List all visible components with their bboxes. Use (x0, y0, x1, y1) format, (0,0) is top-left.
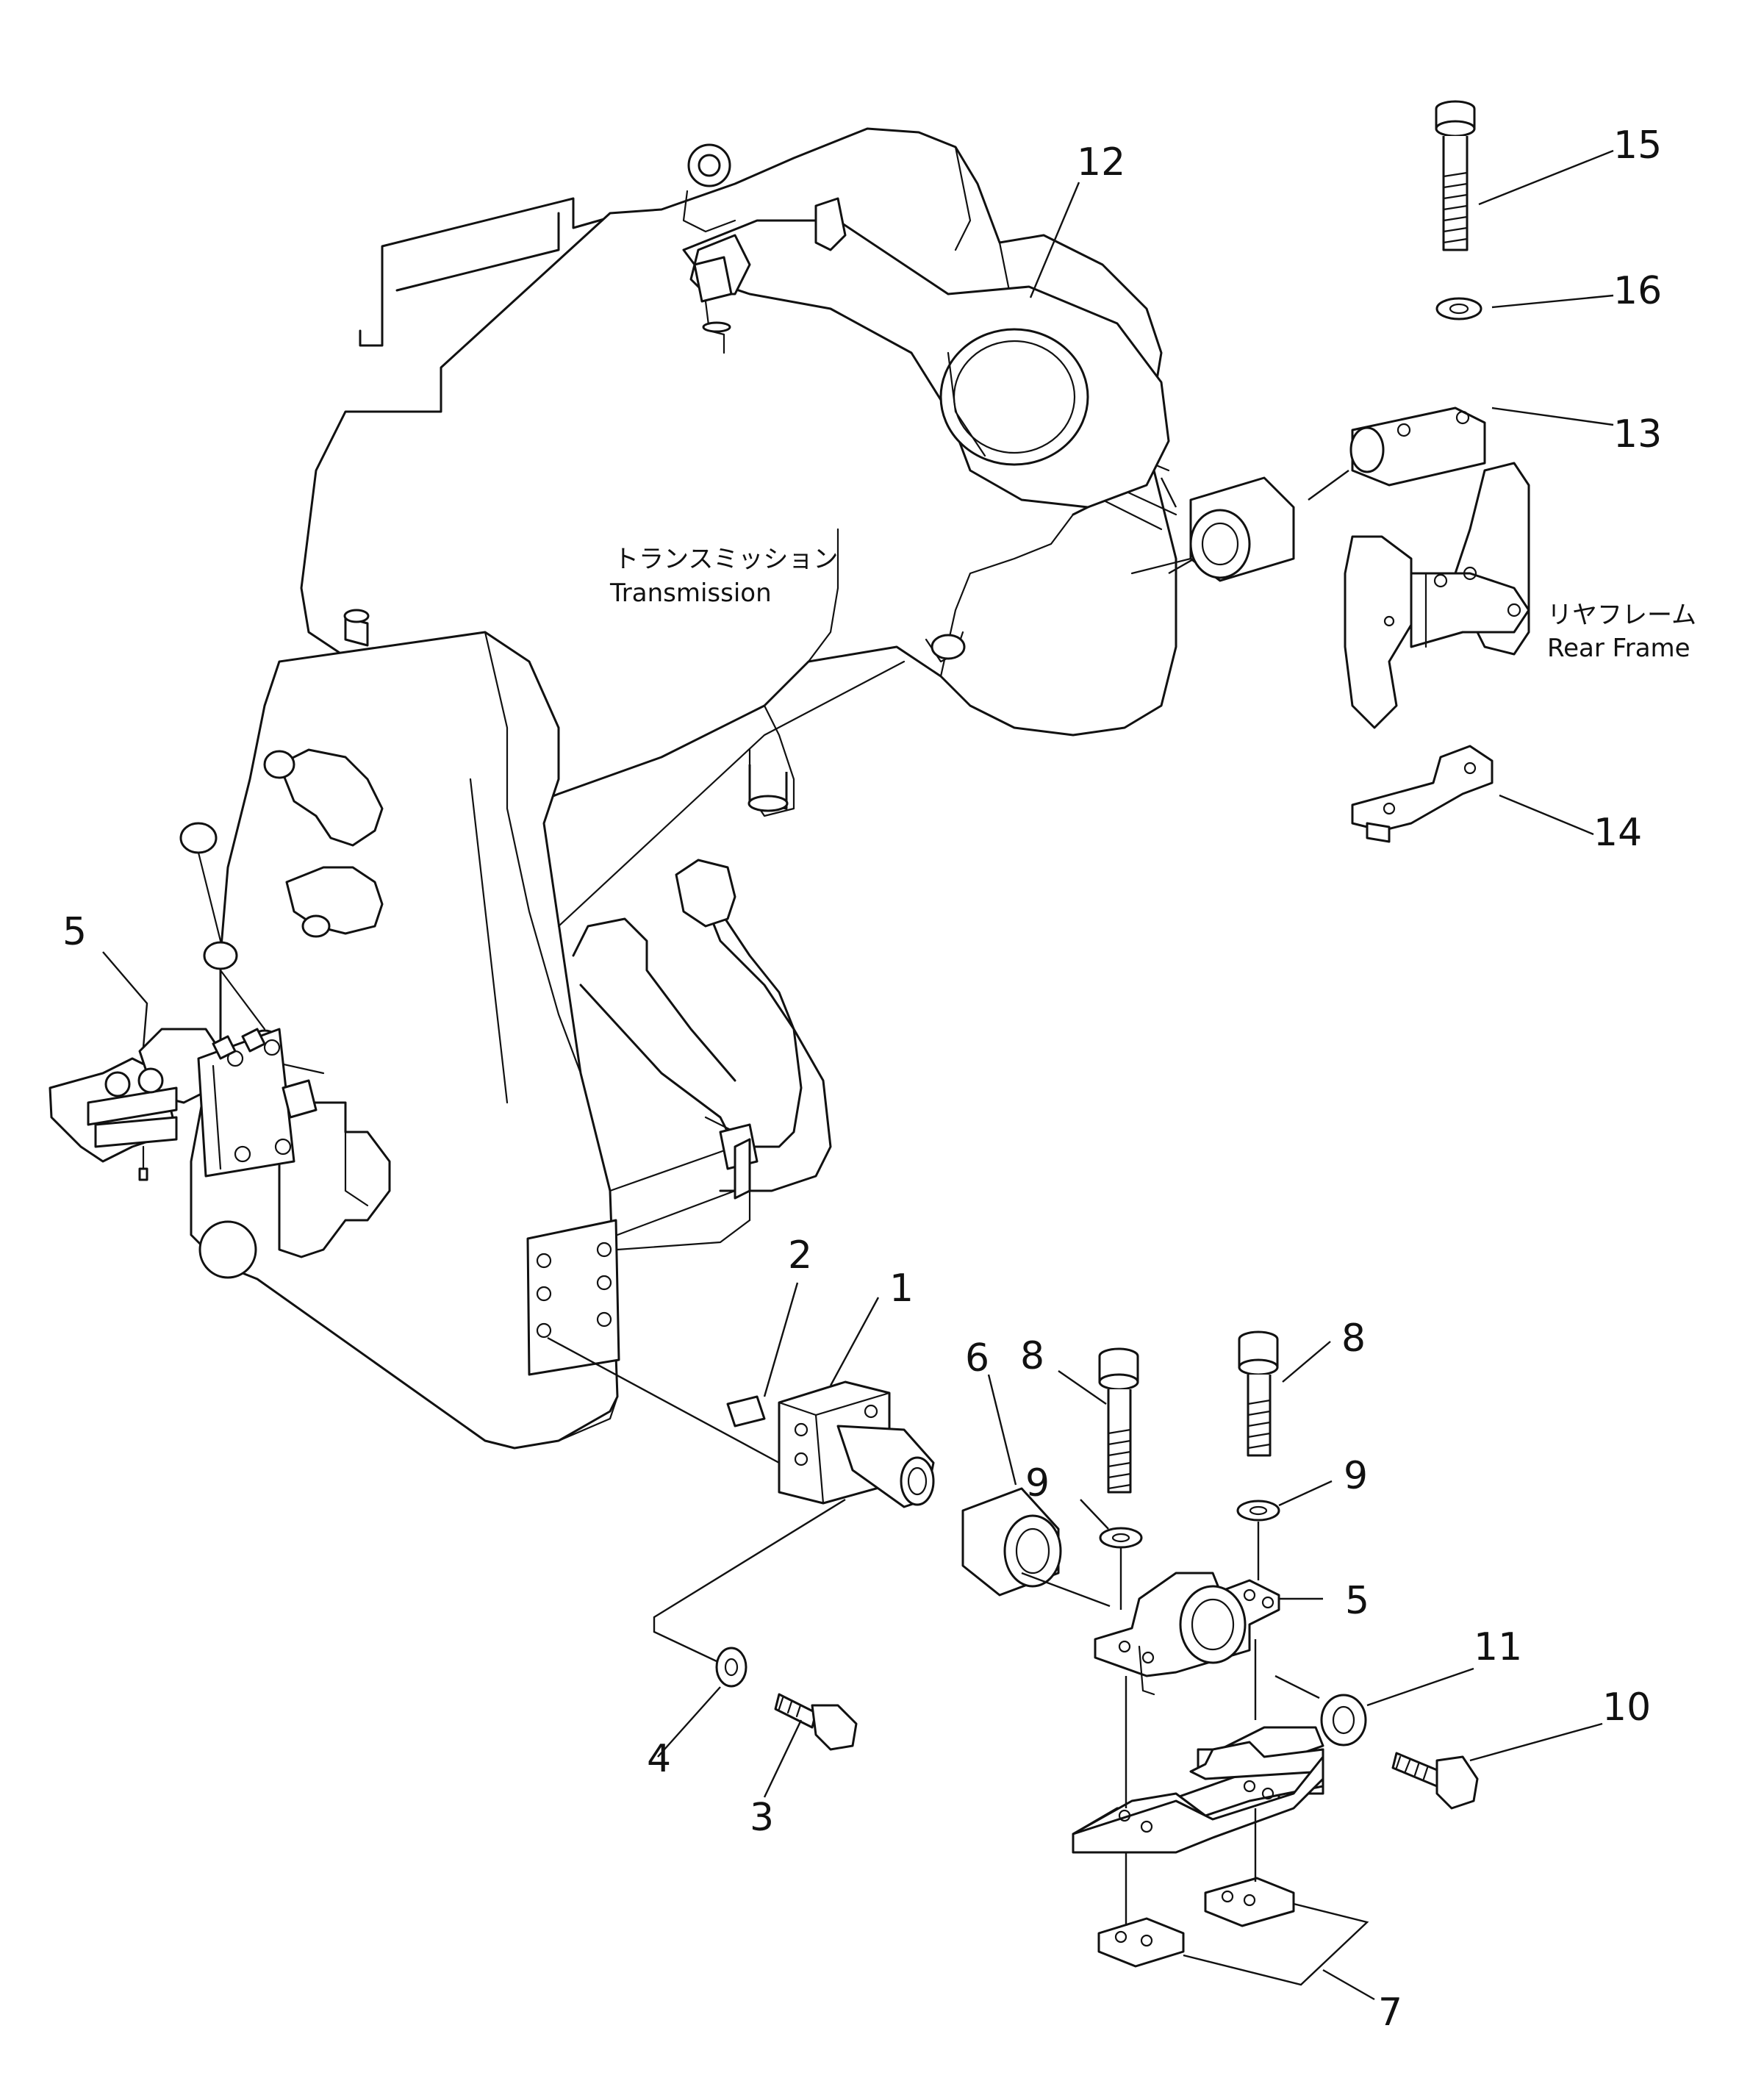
part-16-washer (1435, 297, 1482, 320)
label-transmission-jp: トランスミッション (614, 545, 838, 574)
part-8-right-bolt (1238, 1330, 1279, 1457)
part-7-shim-upper (1204, 1877, 1295, 1927)
callout-6: 6 (965, 1336, 989, 1380)
callout-3: 3 (750, 1796, 774, 1840)
callout-9-left: 9 (1025, 1461, 1050, 1505)
part-5-left-clamp (49, 1028, 318, 1181)
rear-spacer (1189, 476, 1295, 582)
callout-15: 15 (1613, 123, 1662, 168)
callout-5-right: 5 (1345, 1579, 1369, 1623)
part-10-bolt (1391, 1752, 1479, 1810)
assembly-lines (547, 470, 1369, 1986)
part-11-washer (1320, 1694, 1367, 1747)
part-4-washer (715, 1647, 747, 1688)
rear-frame (1344, 462, 1530, 729)
part-5-right-bracket (1094, 1572, 1280, 1696)
callout-14: 14 (1593, 811, 1642, 855)
callout-8-left: 8 (1020, 1334, 1044, 1378)
part-7-shim-lower (1097, 1917, 1185, 1968)
part-2-pin (726, 1395, 766, 1427)
label-rear-frame-en: Rear Frame (1547, 634, 1690, 663)
callout-16: 16 (1613, 269, 1662, 313)
part-15-bolt (1435, 100, 1476, 251)
callout-4: 4 (647, 1737, 671, 1781)
part-8-left-bolt (1098, 1347, 1139, 1494)
part-12-support-arm (682, 197, 1170, 509)
label-rear-frame-jp: リヤフレーム (1547, 601, 1696, 630)
callout-7: 7 (1378, 1991, 1402, 2035)
part-1-pedestal (778, 1380, 935, 1508)
frame-base-plate (1072, 1726, 1324, 1854)
callout-12: 12 (1077, 140, 1125, 185)
part-6-bushing (961, 1487, 1062, 1597)
callout-9-right: 9 (1344, 1454, 1368, 1498)
callout-10: 10 (1602, 1686, 1651, 1730)
part-14-bracket (1351, 745, 1494, 843)
callout-1: 1 (889, 1267, 914, 1311)
callout-2: 2 (788, 1233, 812, 1278)
callout-leaders (102, 149, 1614, 2001)
callout-11: 11 (1474, 1625, 1522, 1669)
part-9-left-washer (1099, 1527, 1143, 1549)
part-9-right-washer (1236, 1500, 1280, 1522)
part-13-bushing (1349, 406, 1486, 487)
callout-13: 13 (1613, 412, 1662, 456)
label-transmission-en: Transmission (609, 578, 772, 608)
callout-5-left: 5 (62, 910, 87, 954)
callout-8-right: 8 (1341, 1317, 1366, 1361)
part-3-bolt (774, 1693, 858, 1751)
